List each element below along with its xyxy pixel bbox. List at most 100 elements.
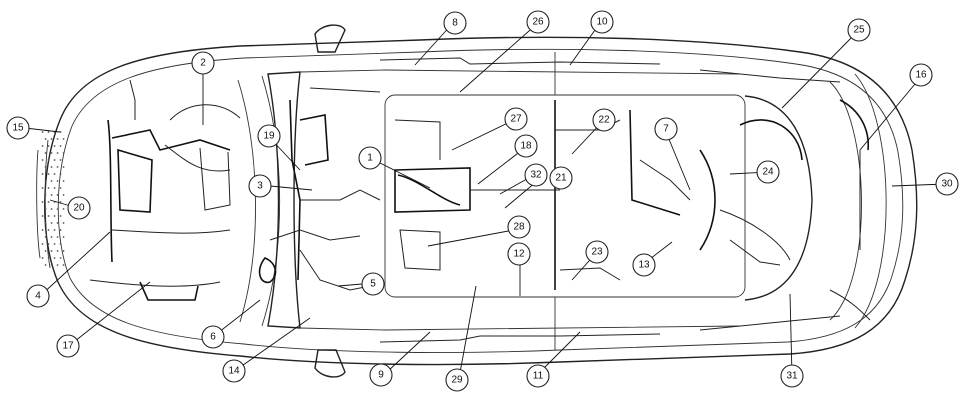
bumper-dot <box>56 236 59 238</box>
callout-27: 27 <box>504 107 528 131</box>
bumper-dot <box>44 194 47 196</box>
callout-4: 4 <box>26 284 50 308</box>
bumper-dot <box>44 236 47 238</box>
floor-harness <box>394 100 691 290</box>
callout-label: 30 <box>941 179 953 190</box>
bumper-dot <box>59 229 62 231</box>
callout-label: 4 <box>35 291 41 302</box>
bumper-dot <box>56 194 59 196</box>
callout-13: 13 <box>632 253 656 277</box>
bumper-dot <box>62 152 65 154</box>
bumper-dot <box>62 166 65 168</box>
bumper-dot <box>41 145 44 147</box>
callout-label: 27 <box>510 114 522 125</box>
callout-label: 2 <box>200 58 206 69</box>
bumper-dot <box>47 229 50 231</box>
callout-label: 29 <box>451 375 463 386</box>
bumper-dot <box>59 159 62 161</box>
bumper-dot <box>53 145 56 147</box>
bumper-dot <box>47 159 50 161</box>
bumper-dot <box>47 201 50 203</box>
bumper-dot <box>44 166 47 168</box>
bumper-dot <box>62 222 65 224</box>
callout-label: 9 <box>378 370 384 381</box>
bumper-dot <box>41 243 44 245</box>
bumper-dot <box>56 152 59 154</box>
bumper-dot <box>62 236 65 238</box>
bumper-dot <box>41 215 44 217</box>
callout-label: 16 <box>915 70 927 81</box>
bumper-dot <box>47 215 50 217</box>
callout-label: 6 <box>210 332 216 343</box>
callout-label: 21 <box>555 173 567 184</box>
door-harnesses <box>379 57 841 343</box>
callout-20: 20 <box>67 196 91 220</box>
callout-label: 28 <box>513 222 525 233</box>
bumper-dot <box>50 250 53 252</box>
bumper-dot <box>44 250 47 252</box>
callout-32: 32 <box>524 163 548 187</box>
bumper-dot <box>59 173 62 175</box>
callout-label: 25 <box>853 25 865 36</box>
bumper-dot <box>50 194 53 196</box>
callout-label: 7 <box>663 124 669 135</box>
bumper-dot <box>47 243 50 245</box>
callout-label: 23 <box>591 247 603 258</box>
bumper-dot <box>47 187 50 189</box>
bumper-dot <box>41 159 44 161</box>
bumper-dot <box>50 222 53 224</box>
leader-lines <box>24 22 947 379</box>
callout-28: 28 <box>507 215 531 239</box>
bumper-dot <box>59 131 62 133</box>
bumper-dot <box>44 138 47 140</box>
bumper-dot <box>41 173 44 175</box>
bumper-dot <box>53 173 56 175</box>
bumper-dot <box>41 201 44 203</box>
bumper-dot <box>59 187 62 189</box>
bumper-dot <box>53 187 56 189</box>
bumper-dot <box>41 187 44 189</box>
callout-7: 7 <box>654 117 678 141</box>
callout-label: 10 <box>596 17 608 28</box>
bumper-dot <box>44 180 47 182</box>
callout-23: 23 <box>585 240 609 264</box>
bumper-dot <box>62 180 65 182</box>
callout-16: 16 <box>909 63 933 87</box>
bumper-dot <box>47 257 50 259</box>
bumper-dot <box>50 264 53 266</box>
callout-label: 18 <box>520 141 532 152</box>
front-bumper-texture <box>41 131 65 266</box>
callout-6: 6 <box>201 325 225 349</box>
callout-label: 19 <box>263 131 275 142</box>
bumper-dot <box>44 264 47 266</box>
bumper-dot <box>53 243 56 245</box>
bumper-dot <box>59 201 62 203</box>
callout-14: 14 <box>222 359 246 383</box>
bumper-dot <box>50 180 53 182</box>
callout-21: 21 <box>549 166 573 190</box>
bumper-dot <box>44 222 47 224</box>
bumper-dot <box>59 243 62 245</box>
callout-22: 22 <box>592 108 616 132</box>
callout-1: 1 <box>358 146 382 170</box>
callout-5: 5 <box>361 272 385 296</box>
callout-label: 1 <box>367 153 373 164</box>
bumper-dot <box>47 131 50 133</box>
bumper-dot <box>59 145 62 147</box>
bumper-dot <box>56 222 59 224</box>
bumper-dot <box>56 250 59 252</box>
bumper-dot <box>41 229 44 231</box>
bumper-dot <box>62 138 65 140</box>
car-body-outline <box>36 24 918 378</box>
bumper-dot <box>56 166 59 168</box>
callout-label: 12 <box>513 249 525 260</box>
callout-label: 22 <box>598 115 610 126</box>
dash-harness <box>258 87 381 291</box>
callout-18: 18 <box>514 134 538 158</box>
callout-label: 5 <box>370 279 376 290</box>
bumper-dot <box>41 257 44 259</box>
bumper-dot <box>59 215 62 217</box>
callout-label: 26 <box>532 17 544 28</box>
callout-10: 10 <box>590 10 614 34</box>
